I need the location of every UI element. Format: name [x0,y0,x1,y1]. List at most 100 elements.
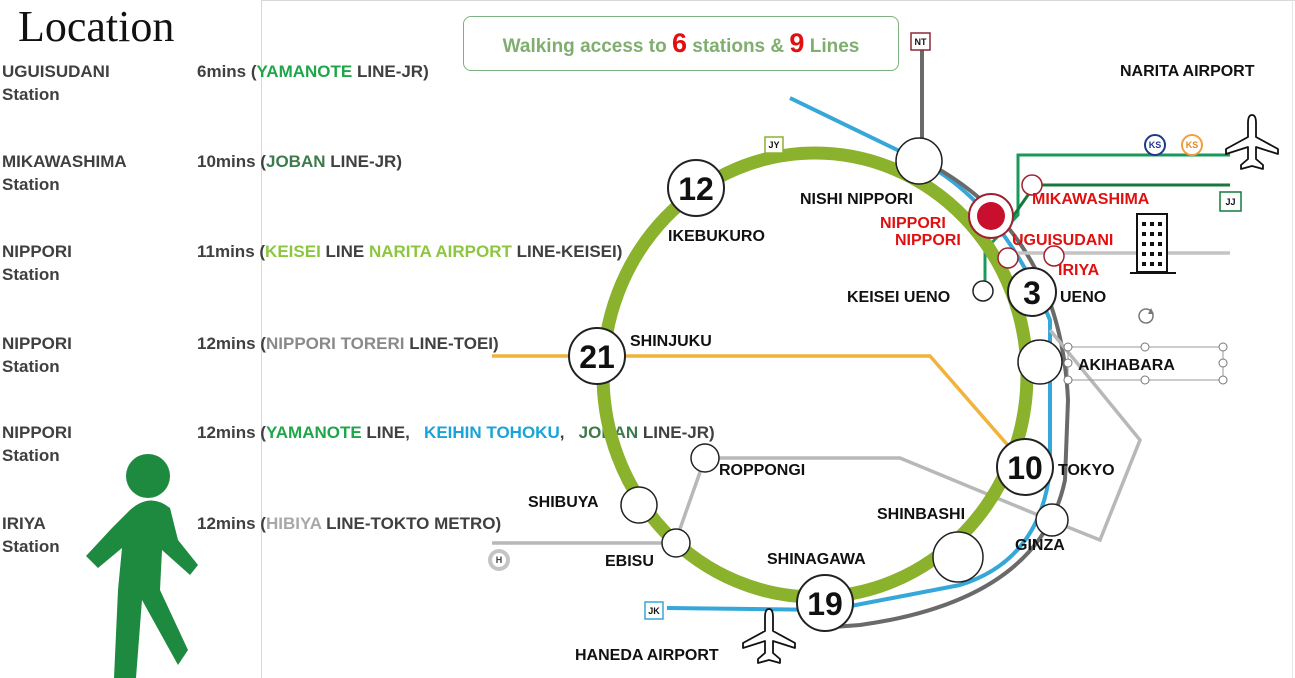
station-shinjuku-marker[interactable] [568,327,626,385]
keihin-tohoku-line [666,96,1052,613]
chuo-line [492,354,1027,467]
callout-middle: stations & [687,36,790,57]
badge-h: H [488,549,510,571]
access-station-name: UGUISUDANI Station [2,62,110,104]
station-akihabara-marker[interactable] [1017,339,1063,385]
label-uguisudani: UGUISUDANI [1012,232,1113,249]
airplane-icon [742,608,796,664]
walking-access-callout: Walking access to 6 stations & 9 Lines [463,16,899,71]
station-roppongi-marker[interactable] [690,443,720,473]
label-keisei-ueno: KEISEI UENO [847,289,950,306]
label-ebisu: EBISU [605,553,654,570]
route-segment: HIBIYA [265,514,322,533]
svg-text:JK: JK [648,606,660,616]
label-selection-box[interactable] [1063,342,1228,385]
station-ueno-marker[interactable] [1007,267,1057,317]
label-tokyo: TOKYO [1058,462,1115,479]
badge-ks-1: KS [1144,134,1166,156]
station-shinagawa-marker[interactable] [796,574,854,632]
keisei-line [983,153,1230,290]
station-ginza-marker[interactable] [1035,503,1069,537]
route-segment: KEISEI [265,242,321,261]
svg-text:JY: JY [768,140,779,150]
right-border [1292,0,1293,678]
station-shinjuku-number: 21 [579,339,615,375]
station-shibuya-marker[interactable] [620,486,658,524]
route-segment: JOBAN [265,152,326,171]
badge-jj: JJ [1219,191,1242,212]
svg-text:NT: NT [915,37,927,47]
access-route: 12mins (NIPPORI TORERI LINE-TOEI) [197,332,499,355]
route-segment: YAMANOTE [256,62,353,81]
station-ikebukuro-marker[interactable] [667,159,725,217]
access-route: 12mins (HIBIYA LINE-TOKTO METRO) [197,512,501,535]
station-keisei-ueno-marker[interactable] [972,280,994,302]
station-iriya-marker[interactable] [1043,245,1065,267]
callout-prefix: Walking access to [502,36,672,57]
label-iriya: IRIYA [1058,262,1100,279]
building-icon [1130,213,1176,274]
walk-time: 11mins ( [197,242,266,261]
badge-jy: JY [764,136,784,154]
access-station-name: IRIYA Station [2,514,60,556]
label-ueno: UENO [1060,289,1106,306]
access-station-name: NIPPORI Station [2,423,72,465]
route-segment: KEIHIN TOHOKU [424,423,560,442]
walking-person-icon [86,454,198,678]
station-mikawashima-marker[interactable] [1021,174,1043,196]
route-segment: NIPPORI TORERI [265,334,405,353]
label-ginza: GINZA [1015,537,1065,554]
top-border [262,0,1295,1]
label-akihabara: AKIHABARA [1078,357,1175,374]
access-station-name: NIPPORI Station [2,334,72,376]
station-shinbashi-marker[interactable] [932,531,984,583]
page-title: Location [18,2,175,51]
access-station-name: NIPPORI Station [2,242,72,284]
access-route: 10mins (JOBAN LINE-JR) [197,150,402,173]
route-segment: NARITA AIRPORT [368,242,512,261]
lines-count: 9 [789,28,805,58]
station-ebisu-marker[interactable] [661,528,691,558]
route-segment: LINE-JR) [638,423,715,442]
route-segment: LINE-TOEI) [404,334,499,353]
station-ikebukuro-number: 12 [678,171,714,207]
walk-time: 10mins ( [197,152,266,171]
badge-nt: NT [910,32,931,51]
label-narita-airport: NARITA AIRPORT [1120,63,1255,80]
access-route: 6mins (YAMANOTE LINE-JR) [197,60,429,83]
badge-jk: JK [644,601,664,620]
route-segment: LINE-TOKTO METRO) [321,514,502,533]
svg-text:JJ: JJ [1225,197,1235,207]
svg-text:KS: KS [1149,140,1162,150]
walk-time: 12mins ( [197,423,266,442]
label-shinagawa: SHINAGAWA [767,551,866,568]
label-shinjuku: SHINJUKU [630,333,712,350]
access-station-name: MIKAWASHIMA Station [2,152,127,194]
label-shinbashi: SHINBASHI [877,506,965,523]
panel-divider [261,0,262,678]
rotate-handle-icon[interactable] [1138,308,1154,324]
route-segment: LINE [320,242,369,261]
label-nippori-2: NIPPORI [895,232,961,249]
route-segment: LINE-JR) [325,152,402,171]
station-tokyo-marker[interactable] [996,438,1054,496]
label-shibuya: SHIBUYA [528,494,599,511]
walk-time: 6mins ( [197,62,257,81]
label-roppongi: ROPPONGI [719,462,805,479]
station-nishi-nippori-marker[interactable] [895,137,943,185]
label-haneda-airport: HANEDA AIRPORT [575,647,719,664]
label-nishi-nippori: NISHI NIPPORI [800,191,913,208]
access-route: 11mins (KEISEI LINE NARITA AIRPORT LINE-… [197,240,622,263]
label-mikawashima: MIKAWASHIMA [1032,191,1150,208]
svg-text:H: H [496,555,503,565]
callout-suffix: Lines [804,36,860,57]
route-segment: LINE-KEISEI) [511,242,623,261]
walk-time: 12mins ( [197,514,266,533]
station-uguisudani-marker[interactable] [997,247,1019,269]
svg-text:KS: KS [1186,140,1199,150]
route-segment: YAMANOTE [265,423,362,442]
station-shinagawa-number: 19 [807,586,843,622]
station-ueno-number: 3 [1023,275,1041,311]
